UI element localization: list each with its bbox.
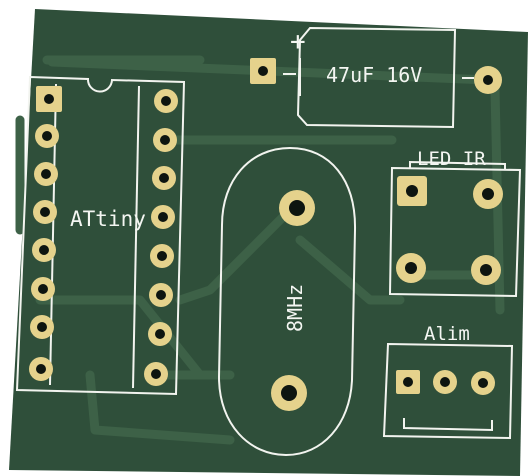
alim-label: Alim xyxy=(424,323,470,345)
led-ir-label: LED IR xyxy=(417,148,486,170)
alim-outline xyxy=(382,342,514,440)
capacitor-label: 47uF 16V xyxy=(326,63,422,87)
capacitor-outline xyxy=(296,26,457,129)
crystal-footprint xyxy=(217,146,357,457)
led-ir-footprint xyxy=(388,160,522,298)
attiny-outline xyxy=(15,75,186,396)
capacitor-polarity-mark: + xyxy=(290,27,306,57)
crystal-outline xyxy=(217,146,357,457)
alim-footprint xyxy=(382,342,514,440)
attiny-footprint xyxy=(15,75,186,396)
capacitor-footprint xyxy=(250,26,502,129)
crystal-label: 8MHz xyxy=(283,284,307,332)
led-ir-outline xyxy=(388,166,522,298)
attiny-label: ATtiny xyxy=(70,207,146,231)
